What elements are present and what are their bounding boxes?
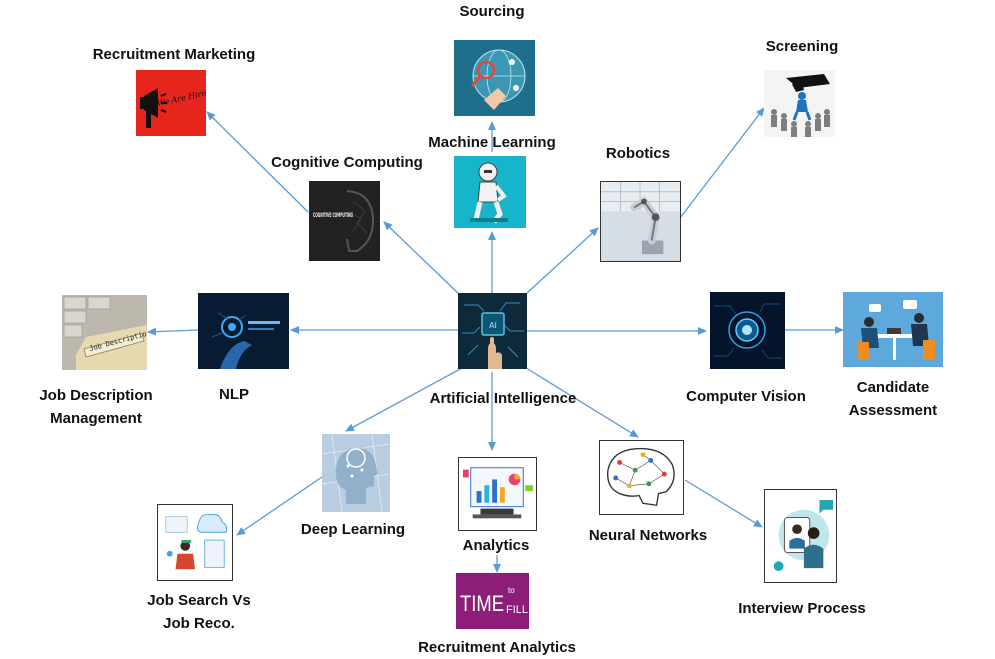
job-search-label-line2: Job Reco. bbox=[163, 615, 235, 632]
edge-ai-robotics bbox=[526, 227, 599, 294]
dashboard-icon bbox=[459, 458, 536, 530]
computer-vision-label: Computer Vision bbox=[686, 388, 806, 405]
label-cognitive-computing: Cognitive Computing bbox=[262, 151, 432, 174]
nlp-image bbox=[198, 293, 289, 369]
label-computer-vision: Computer Vision bbox=[676, 385, 816, 408]
label-deep-learning: Deep Learning bbox=[290, 518, 416, 541]
globe-search-icon bbox=[454, 40, 535, 116]
label-nlp: NLP bbox=[204, 383, 264, 406]
label-candidate-assessment: Candidate Assessment bbox=[833, 376, 953, 422]
nlp-label: NLP bbox=[219, 386, 249, 403]
edge-deeplearning-jobsearch bbox=[236, 476, 323, 536]
robot-thinking-icon bbox=[454, 156, 526, 228]
edge-nlp-jd bbox=[147, 327, 199, 336]
label-neural-networks: Neural Networks bbox=[578, 524, 718, 547]
job-search-image bbox=[157, 504, 233, 581]
edge-ai-cognitive bbox=[383, 221, 461, 296]
screening-label: Screening bbox=[765, 38, 839, 55]
candidate-assessment-image bbox=[843, 292, 943, 367]
brain-network-icon bbox=[600, 441, 683, 514]
time-to-fill-icon: TIME to FILL bbox=[456, 573, 529, 629]
recruitment-marketing-image: We Are Hiring bbox=[136, 70, 206, 136]
label-interview-process: Interview Process bbox=[730, 597, 874, 620]
person-cloud-icon bbox=[158, 505, 232, 580]
rec-analytics-fill-text: FILL bbox=[506, 604, 528, 616]
label-artificial-intelligence: Artificial Intelligence bbox=[420, 387, 586, 410]
ai-hand-chip-icon: AI bbox=[458, 293, 527, 369]
sourcing-image bbox=[454, 40, 535, 116]
label-job-description-management: Job Description Management bbox=[26, 384, 166, 430]
hand-picking-person-icon bbox=[764, 70, 835, 137]
deep-learning-label: Deep Learning bbox=[300, 521, 406, 538]
cognitive-computing-label: Cognitive Computing bbox=[271, 154, 423, 171]
ai-center-image: AI bbox=[458, 293, 527, 369]
machine-learning-label: Machine Learning bbox=[428, 134, 556, 151]
eye-circuit-icon bbox=[710, 292, 785, 369]
label-robotics: Robotics bbox=[588, 142, 688, 165]
folder-tab-icon: Job Descriptions bbox=[62, 295, 147, 370]
sourcing-label: Sourcing bbox=[459, 3, 525, 20]
robot-arm-icon bbox=[601, 182, 680, 261]
hand-nlp-icon bbox=[198, 293, 289, 369]
cognitive-image-text: COGNITIVE COMPUTING bbox=[313, 211, 353, 219]
head-network-icon bbox=[322, 434, 390, 512]
deep-learning-image bbox=[322, 434, 390, 512]
neural-networks-label: Neural Networks bbox=[588, 527, 708, 544]
robotics-image bbox=[600, 181, 681, 262]
label-analytics: Analytics bbox=[446, 534, 546, 557]
label-job-search: Job Search Vs Job Reco. bbox=[136, 589, 262, 635]
video-interview-icon bbox=[765, 490, 836, 582]
analytics-label: Analytics bbox=[462, 537, 530, 554]
label-machine-learning: Machine Learning bbox=[422, 131, 562, 154]
jd-label-line1: Job Description bbox=[39, 387, 153, 404]
job-description-image: Job Descriptions bbox=[62, 295, 147, 370]
screening-image bbox=[764, 70, 835, 137]
cognitive-computing-image: COGNITIVE COMPUTING bbox=[309, 181, 380, 261]
interview-process-label: Interview Process bbox=[738, 600, 866, 617]
interview-people-icon bbox=[843, 292, 943, 367]
interview-process-image bbox=[764, 489, 837, 583]
rec-analytics-time-text: TIME bbox=[460, 591, 504, 616]
label-recruitment-marketing: Recruitment Marketing bbox=[84, 43, 264, 66]
job-search-label-line1: Job Search Vs bbox=[147, 592, 251, 609]
edge-robotics-screening bbox=[679, 107, 765, 219]
recruitment-marketing-label: Recruitment Marketing bbox=[92, 46, 256, 63]
edge-cognitive-marketing bbox=[206, 111, 309, 213]
jd-label-line2: Management bbox=[50, 410, 142, 427]
megaphone-icon: We Are Hiring bbox=[136, 70, 206, 136]
edge-neural-interview bbox=[684, 479, 763, 528]
recruitment-analytics-image: TIME to FILL bbox=[456, 573, 529, 629]
ai-label: Artificial Intelligence bbox=[429, 390, 577, 407]
analytics-image bbox=[458, 457, 537, 531]
brain-head-icon: COGNITIVE COMPUTING bbox=[309, 181, 380, 261]
label-sourcing: Sourcing bbox=[442, 0, 542, 23]
robotics-label: Robotics bbox=[605, 145, 671, 162]
recruitment-analytics-label: Recruitment Analytics bbox=[418, 639, 576, 656]
label-screening: Screening bbox=[752, 35, 852, 58]
edge-ai-deeplearning bbox=[345, 367, 463, 432]
neural-networks-image bbox=[599, 440, 684, 515]
label-recruitment-analytics: Recruitment Analytics bbox=[408, 636, 586, 659]
assessment-label-line2: Assessment bbox=[848, 402, 938, 419]
machine-learning-image bbox=[454, 156, 526, 228]
svg-text:AI: AI bbox=[489, 321, 497, 330]
edge-ai-neural bbox=[525, 367, 639, 438]
assessment-label-line1: Candidate bbox=[856, 379, 930, 396]
rec-analytics-to-text: to bbox=[508, 586, 515, 595]
computer-vision-image bbox=[710, 292, 785, 369]
